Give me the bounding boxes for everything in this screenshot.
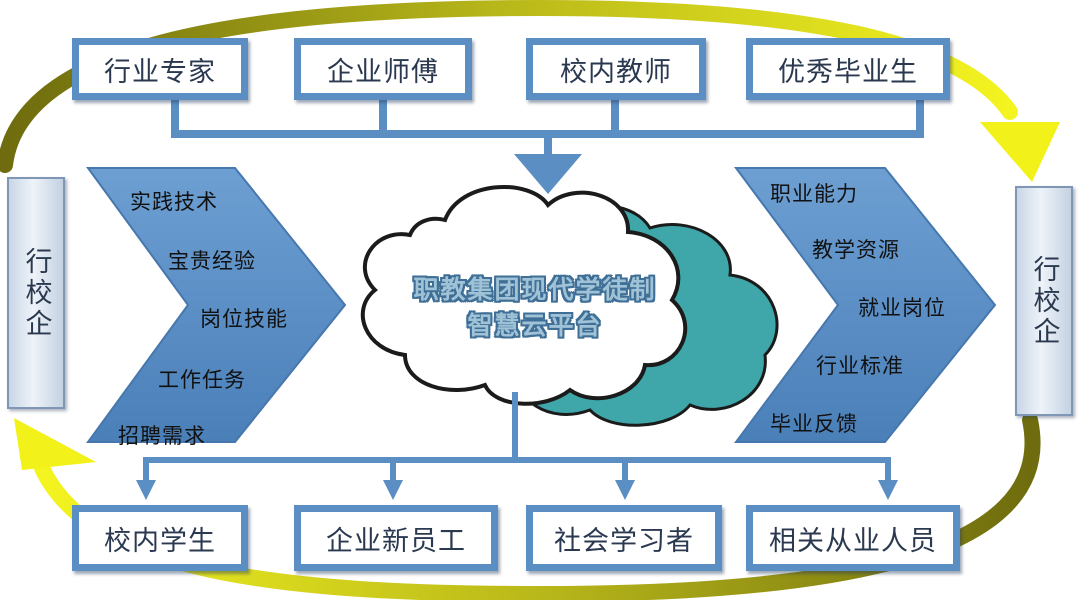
right-output-label: 行业标准	[816, 354, 904, 378]
right-output-label: 教学资源	[812, 238, 900, 262]
bottom-user-box: 相关从业人员	[746, 505, 960, 571]
left-side-label: 行校企	[20, 246, 52, 340]
right-side-label: 行校企	[1028, 254, 1060, 348]
left-input-label: 实践技术	[130, 190, 218, 214]
bottom-user-box: 校内学生	[72, 505, 248, 571]
top-source-label: 行业专家	[104, 56, 216, 88]
bottom-connector	[143, 392, 891, 482]
left-input-label: 宝贵经验	[168, 249, 256, 273]
top-source-label: 企业师傅	[327, 56, 439, 88]
platform-title-line1: 职教集团现代学徒制	[413, 275, 657, 304]
right-output-label: 就业岗位	[858, 296, 946, 320]
left-side-bar: 行校企	[7, 177, 65, 409]
top-source-label: 校内教师	[560, 56, 672, 88]
left-input-label: 岗位技能	[200, 307, 288, 331]
left-input-label: 招聘需求	[118, 424, 206, 448]
left-chevron	[86, 167, 347, 443]
right-side-bar: 行校企	[1015, 186, 1073, 416]
top-source-box: 行业专家	[72, 38, 248, 100]
bottom-user-label: 相关从业人员	[769, 525, 937, 557]
bottom-user-label: 社会学习者	[554, 525, 694, 557]
right-output-label: 毕业反馈	[770, 412, 858, 436]
cycle-arrow-top-head	[980, 122, 1060, 182]
bottom-user-box: 社会学习者	[526, 505, 722, 571]
bottom-arrowheads	[136, 480, 898, 500]
top-connector	[171, 100, 924, 156]
top-source-box: 优秀毕业生	[746, 38, 950, 100]
left-input-label: 工作任务	[158, 368, 246, 392]
top-source-box: 企业师傅	[294, 38, 472, 100]
cloud-front	[360, 185, 688, 406]
top-source-label: 优秀毕业生	[778, 56, 918, 88]
bottom-user-label: 企业新员工	[326, 525, 466, 557]
bottom-user-label: 校内学生	[104, 525, 216, 557]
bottom-user-box: 企业新员工	[294, 505, 498, 571]
top-source-box: 校内教师	[526, 38, 706, 100]
platform-title-line2: 智慧云平台	[467, 311, 603, 340]
down-arrow	[514, 154, 582, 194]
right-output-label: 职业能力	[770, 182, 858, 206]
cycle-arrow-bottom-head	[14, 418, 96, 470]
right-chevron	[734, 167, 997, 443]
